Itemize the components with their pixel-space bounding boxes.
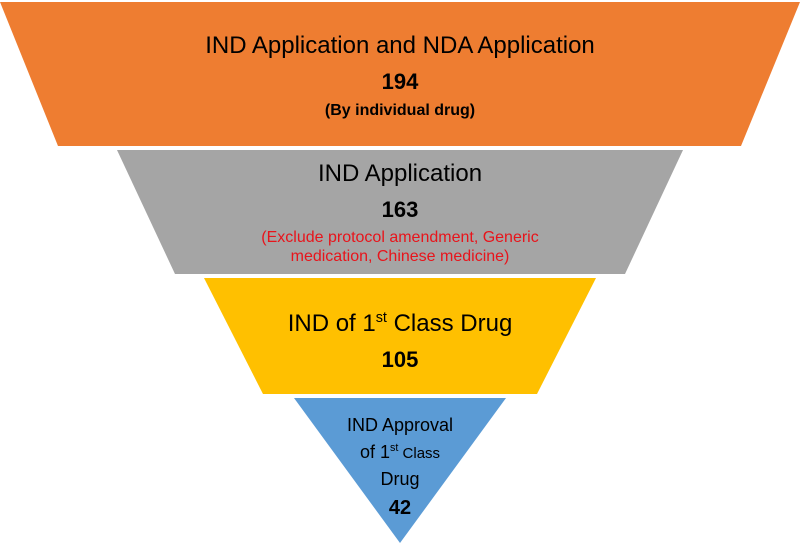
tier-3-title-text: IND of 1	[287, 310, 376, 337]
tier-2-note: (Exclude protocol amendment, Generic med…	[150, 229, 650, 266]
tier-4-label: IND Approval of 1st Class Drug 42	[320, 412, 480, 523]
tier-2-note-line2: medication, Chinese medicine)	[290, 247, 510, 265]
tier-3-title: IND of 1st Class Drug	[250, 310, 550, 339]
tier-4-line2-text-end: Class	[398, 445, 441, 462]
tier-3-label: IND of 1st Class Drug 105	[250, 310, 550, 373]
funnel-tier-4	[294, 398, 506, 543]
tier-1-count: 194	[381, 68, 419, 94]
tier-2-count: 163	[381, 196, 419, 222]
tier-4-line2-sup: st	[389, 442, 399, 454]
funnel-tier-1	[0, 2, 800, 146]
tier-2-note-line1: (Exclude protocol amendment, Generic	[261, 229, 539, 247]
tier-2-label: IND Application 163 (Exclude protocol am…	[150, 160, 650, 266]
tier-2-title: IND Application	[317, 160, 483, 187]
tier-4-line2: of 1st Class	[320, 439, 480, 466]
tier-4-line2-text: of 1	[359, 442, 390, 462]
tier-4-line3: Drug	[380, 469, 420, 489]
funnel-tier-3	[204, 278, 596, 394]
tier-1-label: IND Application and NDA Application 194 …	[100, 32, 700, 120]
tier-3-title-sup: st	[375, 310, 387, 326]
tier-3-count: 105	[381, 346, 419, 372]
tier-1-title: IND Application and NDA Application	[205, 32, 595, 59]
tier-4-line1: IND Approval	[346, 415, 454, 435]
funnel-tier-2	[117, 150, 683, 274]
tier-3-title-text-end: Class Drug	[386, 310, 513, 337]
tier-1-note: (By individual drug)	[324, 102, 476, 120]
tier-4-count: 42	[388, 497, 412, 519]
